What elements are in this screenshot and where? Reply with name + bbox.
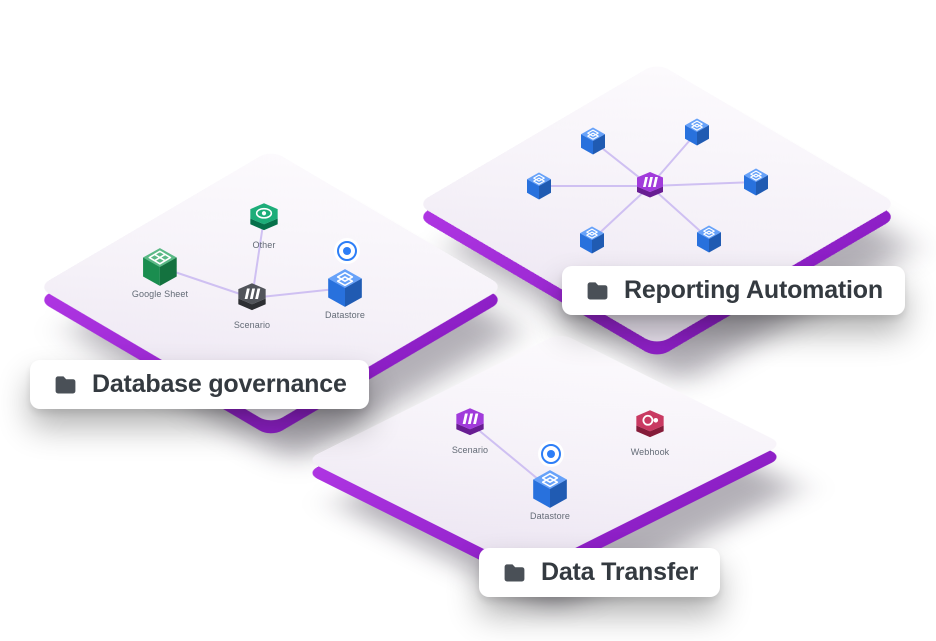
scenario-icon: [456, 408, 484, 436]
datastore-icon: [533, 470, 567, 508]
folder-label-database-governance[interactable]: Database governance: [30, 360, 369, 409]
node-label: Other: [252, 240, 276, 250]
node-other[interactable]: Other: [243, 197, 285, 251]
datastore-port-icon: [541, 444, 561, 464]
node-datastore[interactable]: Datastore: [324, 267, 366, 321]
datastore-spoke-icon[interactable]: [694, 224, 724, 254]
folder-icon: [587, 282, 608, 300]
folder-icon: [55, 376, 76, 394]
node-webhook[interactable]: Webhook: [629, 404, 671, 458]
node-datastore[interactable]: Datastore: [529, 468, 571, 522]
datastore-port-icon: [337, 241, 357, 261]
scenario-icon: [238, 283, 266, 311]
datastore-spoke-icon[interactable]: [524, 171, 554, 201]
node-label: Datastore: [530, 511, 570, 521]
datastore-spoke-icon[interactable]: [577, 225, 607, 255]
other-icon: [250, 203, 278, 231]
datastore-spoke-icon[interactable]: [682, 117, 712, 147]
node-scenario-purple[interactable]: Scenario: [449, 402, 491, 456]
folder-label-data-transfer[interactable]: Data Transfer: [479, 548, 721, 597]
node-label: Datastore: [325, 310, 365, 320]
datastore-spoke-icon[interactable]: [741, 167, 771, 197]
node-label: Webhook: [630, 447, 670, 457]
folder-icon: [504, 564, 525, 582]
scenario-hub-icon[interactable]: [630, 166, 670, 206]
folder-label-reporting-automation[interactable]: Reporting Automation: [562, 266, 905, 315]
webhook-icon: [636, 410, 664, 438]
datastore-icon: [328, 269, 362, 307]
node-scenario-dark[interactable]: Scenario: [231, 277, 273, 331]
node-label: Scenario: [451, 445, 489, 455]
datastore-spoke-icon[interactable]: [578, 126, 608, 156]
google-sheet-icon: [143, 248, 177, 286]
folder-label-text: Database governance: [92, 370, 347, 398]
port-dot: [343, 247, 351, 255]
folder-label-text: Data Transfer: [541, 558, 699, 586]
node-label: Google Sheet: [131, 289, 189, 299]
node-label: Scenario: [233, 320, 271, 330]
port-dot: [547, 450, 555, 458]
node-google-sheet[interactable]: Google Sheet: [132, 246, 188, 300]
folder-label-text: Reporting Automation: [624, 276, 883, 304]
